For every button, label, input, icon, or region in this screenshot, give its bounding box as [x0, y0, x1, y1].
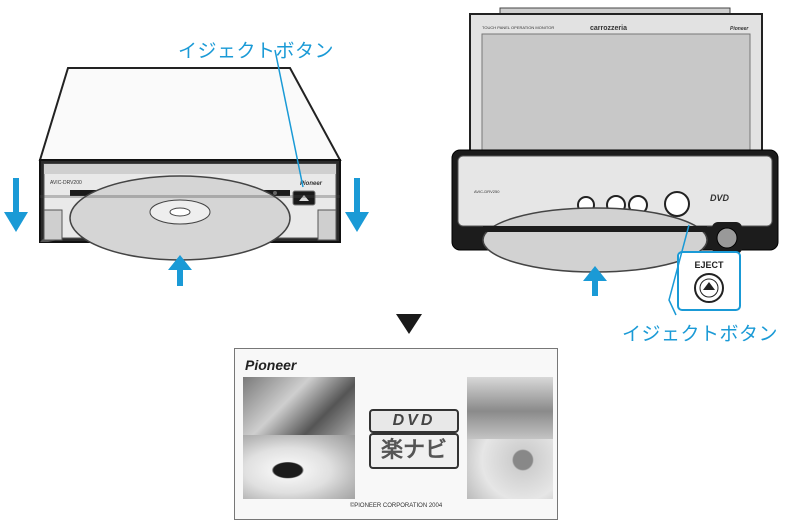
pioneer-logo: Pioneer [245, 357, 297, 373]
touch-panel-label: TOUCH PANEL OPERATION MONITOR [482, 25, 554, 30]
photo-flowers [243, 377, 355, 435]
brand-label: carrozzeria [590, 25, 627, 32]
eject-button-callout: イジェクトボタン [622, 323, 779, 345]
pioneer-label: Pioneer [730, 26, 749, 32]
photo-balloons [467, 439, 553, 499]
dvd-badge: DVD [369, 409, 459, 433]
copyright-text: ©PIONEER CORPORATION 2004 [349, 503, 443, 509]
flow-arrow-icon [396, 314, 422, 334]
raku-navi-title: 楽ナビ [369, 433, 459, 469]
up-arrow-icon [583, 266, 607, 296]
eject-key-label: EJECT [694, 260, 724, 270]
callout-line [668, 224, 690, 316]
down-arrow-icon [345, 178, 369, 232]
eject-button-callout: イジェクトボタン [178, 40, 335, 62]
photo-building [467, 377, 553, 439]
up-arrow-icon [168, 255, 192, 286]
model-label: AVIC-DRV200 [50, 180, 82, 186]
right-head-unit: TOUCH PANEL OPERATION MONITOR carrozzeri… [451, 7, 779, 296]
pioneer-label: Pioneer [300, 181, 323, 187]
eject-key-zoom: EJECT [677, 251, 741, 311]
callout-line [274, 49, 304, 188]
dvd-logo: DVD [710, 193, 730, 203]
photo-coffee [243, 435, 355, 499]
eject-icon [703, 282, 715, 290]
left-head-unit: AVIC-DRV200 carrozzeria Pioneer [4, 67, 369, 286]
model-label: AVIC-DRV250 [474, 189, 500, 194]
eject-icon [299, 195, 309, 201]
navi-start-screen: Pioneer DVD 楽ナビ ©PIONEER CORPORATION 200… [234, 348, 558, 520]
down-arrow-icon [4, 178, 28, 232]
